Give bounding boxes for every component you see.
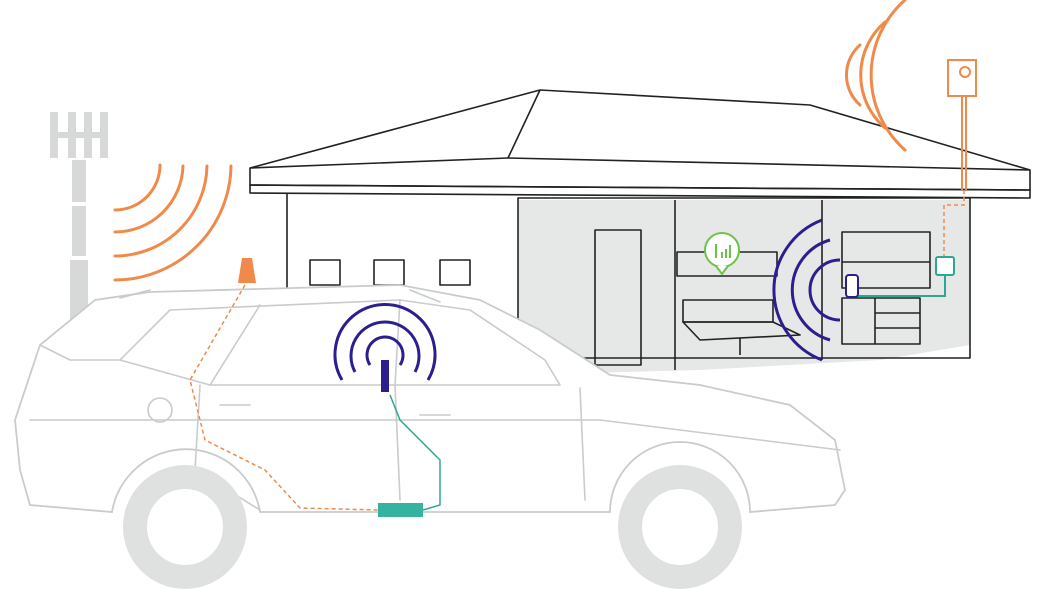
- house-tower-signal-waves: [845, 0, 907, 152]
- bed: [682, 299, 801, 355]
- car: [14, 284, 846, 513]
- interior-room: [518, 200, 970, 375]
- car-outside-antenna-icon: [189, 258, 379, 511]
- dresser: [841, 297, 921, 345]
- tower-signal-waves: [113, 163, 233, 282]
- signal-bars-icon: [704, 232, 740, 276]
- outside-antenna-icon: [943, 59, 977, 258]
- inside-antenna-icon: [845, 274, 859, 298]
- car-inside-signal-waves: [333, 302, 437, 381]
- cell-tower-icon: [50, 112, 108, 320]
- car-inside-antenna-icon: [381, 360, 389, 392]
- house: [249, 89, 1031, 375]
- car-booster-icon: [378, 394, 441, 517]
- booster-icon: [858, 256, 955, 297]
- house-inside-signal-waves: [772, 218, 841, 362]
- car-wheels: [123, 465, 742, 589]
